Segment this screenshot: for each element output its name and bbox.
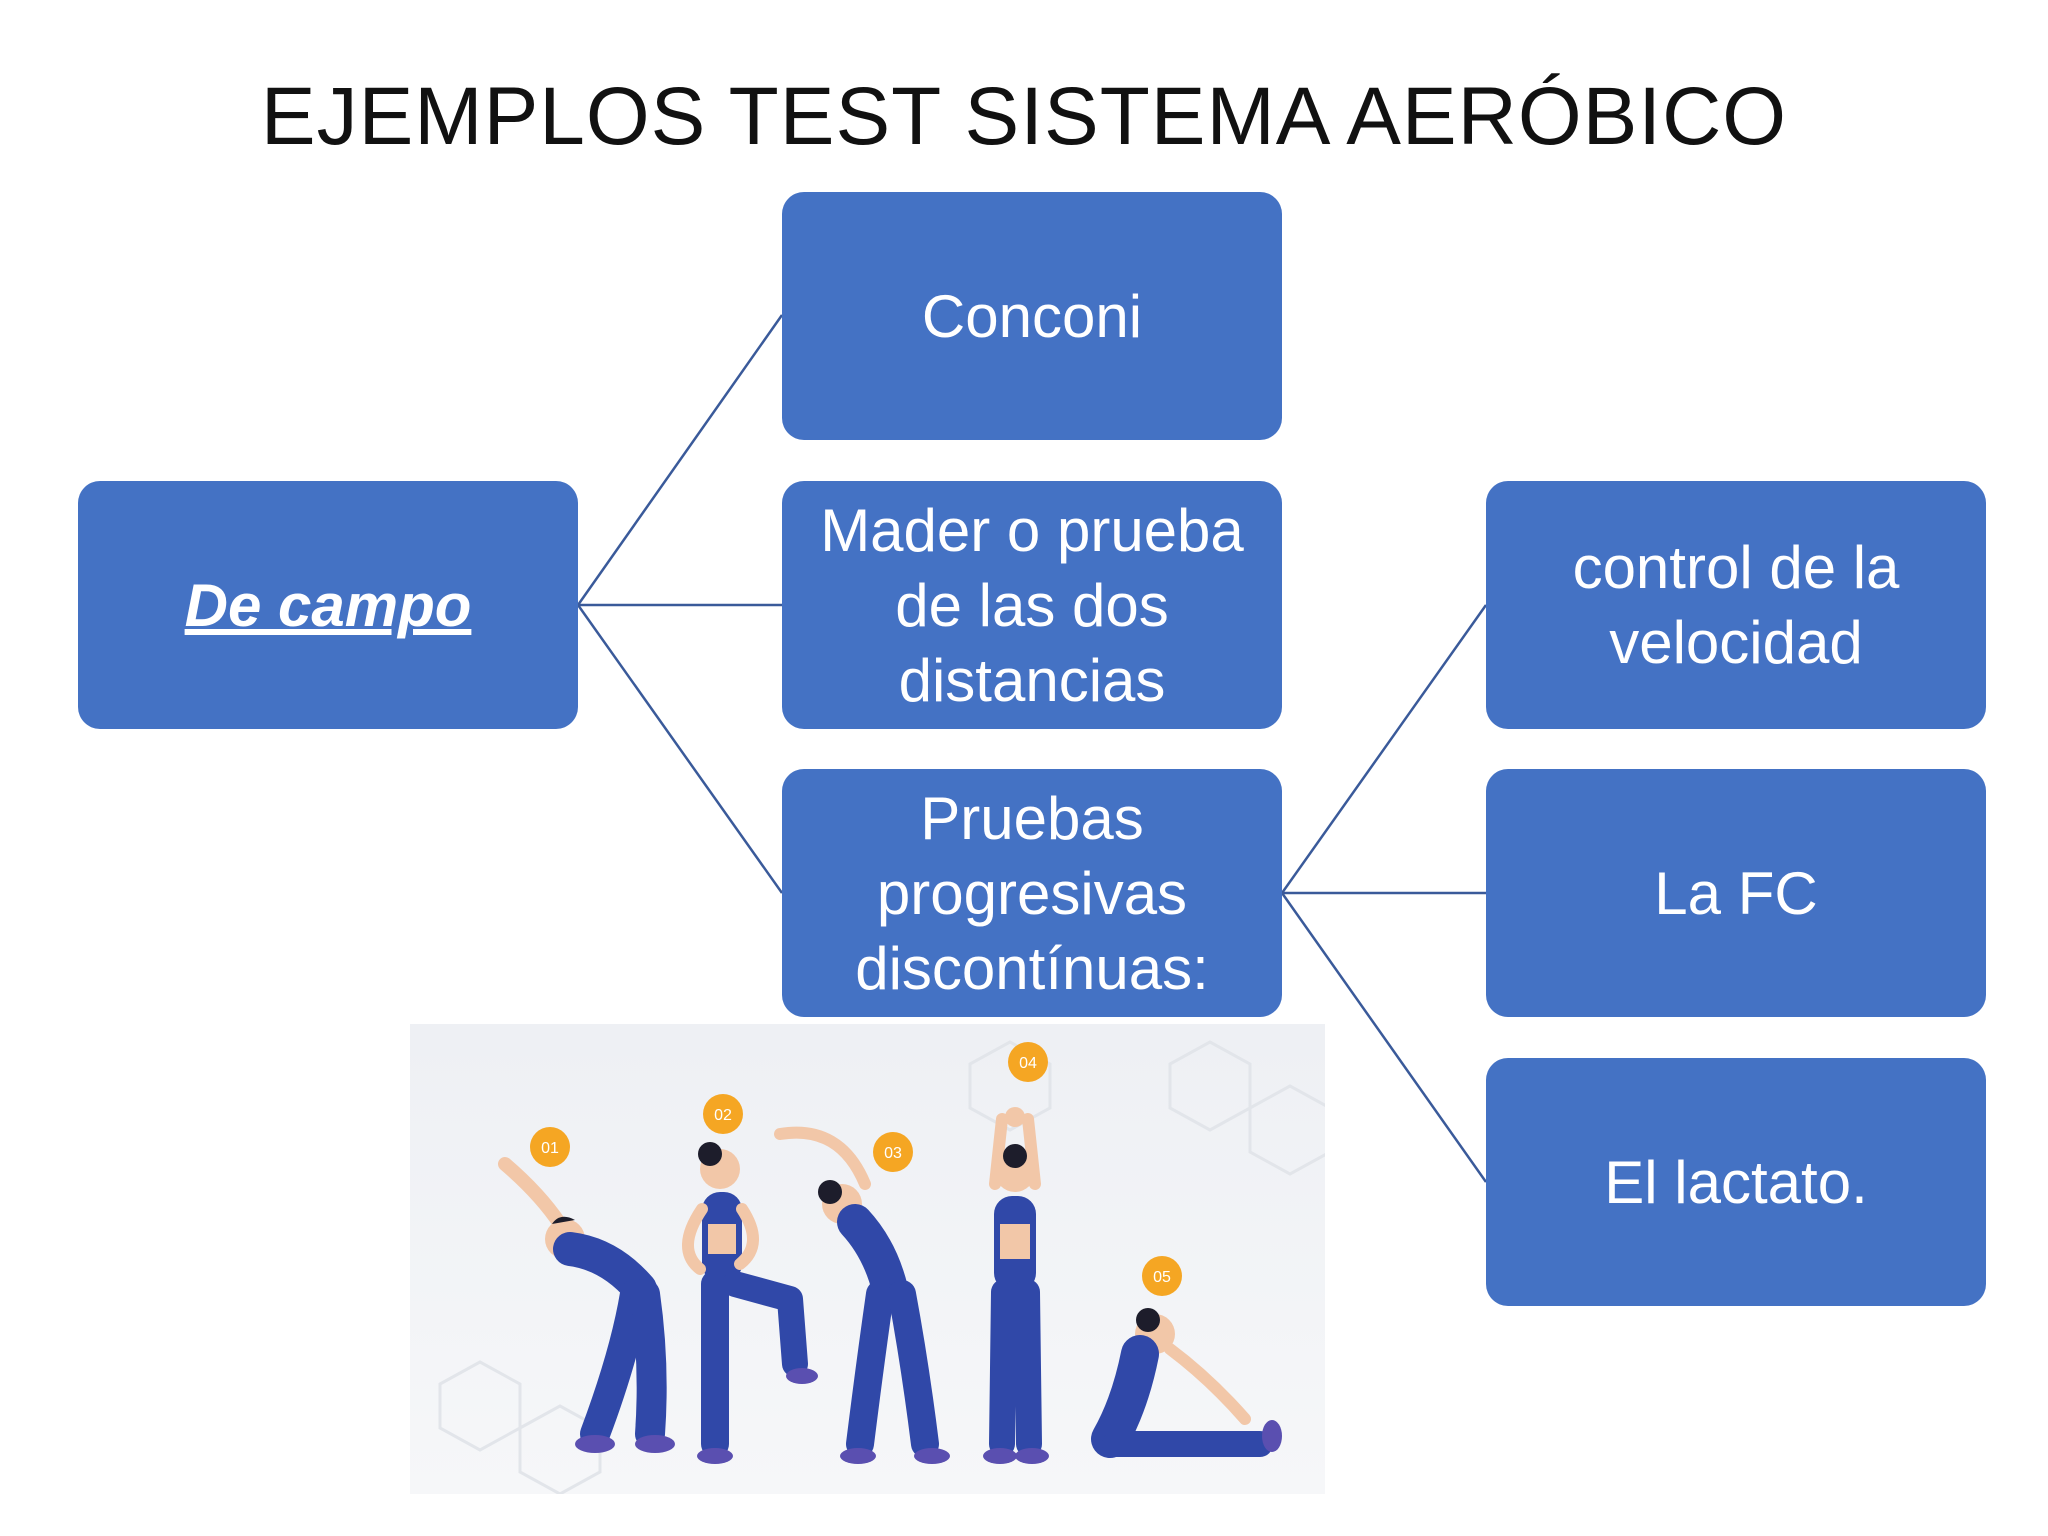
connector-root-pruebas: [576, 604, 784, 894]
connector-pruebas-lactato: [1280, 892, 1488, 1183]
step-number: 02: [714, 1107, 732, 1124]
stretching-illustration: 01 02: [410, 1024, 1332, 1496]
node-la-fc: La FC: [1486, 769, 1986, 1017]
step-marker-5: 05: [1142, 1256, 1182, 1296]
exercise-figure-5: [1091, 1308, 1282, 1458]
step-marker-4: 04: [1008, 1042, 1048, 1082]
exercise-figure-2: [682, 1142, 818, 1464]
root-node-label: De campo: [184, 571, 472, 639]
step-marker-1: 01: [530, 1127, 570, 1167]
root-node-de-campo: De campo: [78, 481, 578, 729]
node-label: Conconi: [921, 282, 1143, 350]
step-number: 04: [1019, 1055, 1037, 1072]
step-number: 01: [541, 1140, 559, 1157]
node-el-lactato: El lactato.: [1486, 1058, 1986, 1306]
exercise-figure-3: [774, 1126, 950, 1464]
node-pruebas-progresivas: Pruebas progresivas discontínuas:: [782, 769, 1282, 1017]
node-mader: Mader o prueba de las dos distancias: [782, 481, 1282, 729]
step-marker-3: 03: [873, 1132, 913, 1172]
node-label: Mader o prueba de las dos distancias: [820, 496, 1244, 714]
slide-title: EJEMPLOS TEST SISTEMA AERÓBICO: [260, 71, 1788, 162]
exercise-figure-1: [498, 1157, 675, 1453]
node-label: control de la velocidad: [1572, 534, 1900, 676]
step-number: 03: [884, 1145, 902, 1162]
node-label: Pruebas progresivas discontínuas:: [855, 784, 1209, 1002]
node-control-velocidad: control de la velocidad: [1486, 481, 1986, 729]
node-label: El lactato.: [1604, 1148, 1868, 1216]
step-marker-2: 02: [703, 1094, 743, 1134]
connector-root-conconi: [576, 314, 784, 606]
step-number: 05: [1153, 1269, 1171, 1286]
connector-pruebas-velocidad: [1280, 604, 1488, 894]
node-conconi: Conconi: [782, 192, 1282, 440]
exercise-figure-4: [983, 1107, 1049, 1464]
node-label: La FC: [1654, 859, 1818, 927]
